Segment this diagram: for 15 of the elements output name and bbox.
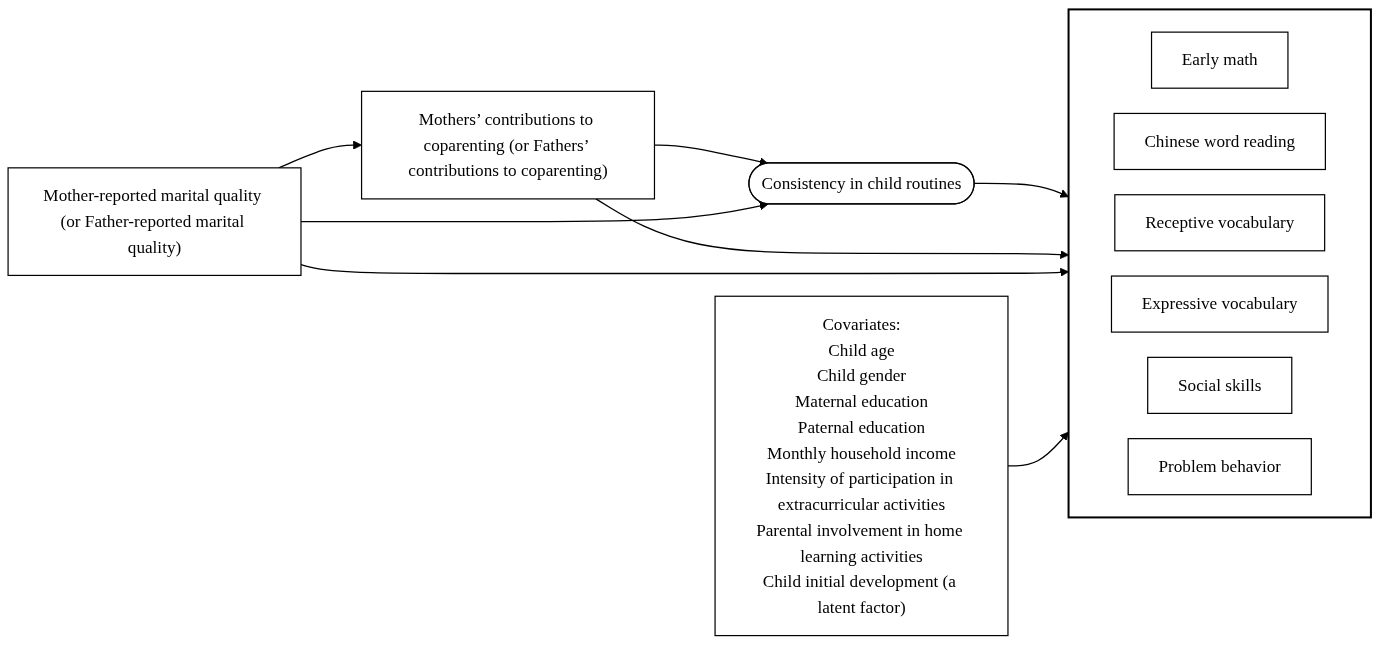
arrow	[595, 198, 1069, 259]
cluster	[1067, 8, 1372, 519]
node-box: Early math	[1150, 31, 1289, 89]
arrow	[300, 201, 769, 223]
node-box: Mothers’ contributions to coparenting (or Fathers’ contributions to coparenting)	[360, 90, 656, 200]
node-box: Social skills	[1147, 356, 1293, 414]
arrow	[278, 140, 362, 169]
node-box: Problem behavior	[1127, 438, 1312, 496]
node-box: Chinese word reading	[1113, 112, 1326, 171]
arrow	[1007, 431, 1069, 467]
node-box: Expressive vocabulary	[1110, 275, 1329, 333]
node-box: Covariates: Child age Child gender Maternal education Paternal education Monthly household income Intensity of participation in extracurricular activities Parental involvement in home learning activities Child initial development (a latent factor)	[714, 295, 1009, 637]
arrow	[300, 263, 1069, 277]
node-box: Receptive vocabulary	[1114, 194, 1326, 252]
node-box: Mother-reported marital quality (or Father-reported marital quality)	[7, 167, 302, 276]
